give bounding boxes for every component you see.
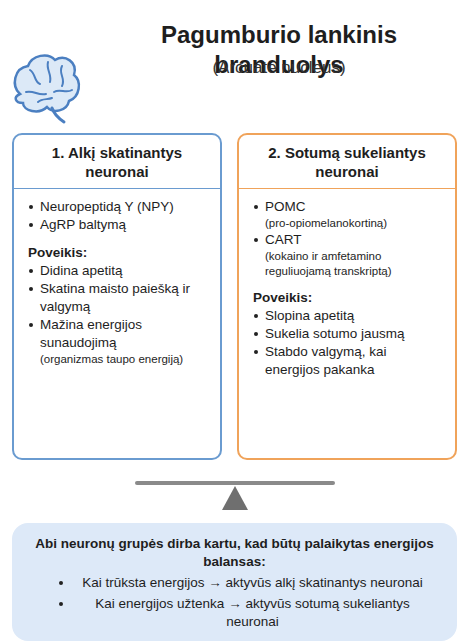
group-heading: 1. Alkį skatinantys neuronai [14, 135, 220, 189]
section-heading: Poveikis: [28, 244, 210, 262]
text-item: Slopina apetitą [253, 307, 445, 325]
bullet-text: CART [265, 231, 302, 249]
bullet-dot [254, 350, 258, 354]
text-item: Neuropeptidą Y (NPY) [28, 198, 210, 216]
bullet-dot [59, 581, 63, 585]
box-body: POMC(pro-opiomelanokortiną)CART(kokaino … [239, 189, 455, 379]
text-item: Stabdo valgymą, kai energijos pakanka [253, 343, 445, 379]
text-item: Kai energijos užtenka → aktyvūs sotumą s… [28, 595, 441, 631]
text-item: CART [253, 231, 445, 249]
text-item: Skatina maisto paiešką ir valgymą [28, 280, 210, 316]
bullet-dot [254, 238, 258, 242]
summary-band: Abi neuronų grupės dirba kartu, kad būtų… [12, 523, 457, 641]
subtitle-label: (Arcuate nucleus) [96, 58, 462, 78]
text-item: AgRP baltymą [28, 216, 210, 234]
detail-note: (kokaino ir amfetamino reguliuojamą tran… [253, 249, 445, 279]
scale-fulcrum [222, 486, 248, 510]
neuron-group-box: 2. Sotumą sukeliantys neuronaiPOMC(pro-o… [237, 133, 457, 460]
bullet-dot [29, 287, 33, 291]
brain-icon [15, 55, 79, 122]
bullet-text: AgRP baltymą [40, 216, 126, 234]
box-body: Neuropeptidą Y (NPY)AgRP baltymąPoveikis… [14, 189, 220, 367]
text-item: Mažina energijos sunaudojimą [28, 316, 210, 352]
bullet-dot [29, 269, 33, 273]
bullet-dot [29, 323, 33, 327]
balance-scale [135, 481, 335, 510]
neuron-group-box: 1. Alkį skatinantys neuronaiNeuropeptidą… [12, 133, 222, 460]
bullet-text: Mažina energijos sunaudojimą [40, 316, 210, 352]
group-heading: 2. Sotumą sukeliantys neuronai [239, 135, 455, 189]
bullet-dot [29, 205, 33, 209]
scale-beam [135, 481, 335, 485]
box-body: Abi neuronų grupės dirba kartu, kad būtų… [14, 525, 455, 639]
bullet-text: Slopina apetitą [265, 307, 354, 325]
bullet-text: Stabdo valgymą, kai energijos pakanka [265, 343, 445, 379]
section-heading: Poveikis: [253, 289, 445, 307]
brain-stem [52, 108, 64, 122]
text-item: POMC [253, 198, 445, 216]
bullet-dot [254, 314, 258, 318]
detail-note: (organizmas taupo energiją) [28, 352, 210, 367]
text-item: Didina apetitą [28, 262, 210, 280]
bullet-text: Kai trūksta energijos → aktyvūs alkį ska… [70, 574, 435, 592]
bullet-dot [59, 602, 63, 606]
bullet-text: Kai energijos užtenka → aktyvūs sotumą s… [70, 595, 435, 631]
bullet-dot [254, 332, 258, 336]
bullet-dot [29, 223, 33, 227]
bullet-text: POMC [265, 198, 306, 216]
bullet-text: Didina apetitą [40, 262, 123, 280]
text-item: Sukelia sotumo jausmą [253, 325, 445, 343]
brain-outline [15, 55, 79, 111]
summary-heading: Abi neuronų grupės dirba kartu, kad būtų… [28, 535, 441, 571]
bullet-dot [254, 205, 258, 209]
brain-folds [26, 62, 72, 102]
bullet-text: Skatina maisto paiešką ir valgymą [40, 280, 210, 316]
bullet-text: Sukelia sotumo jausmą [265, 325, 405, 343]
text-item: Kai trūksta energijos → aktyvūs alkį ska… [28, 574, 441, 592]
bullet-text: Neuropeptidą Y (NPY) [40, 198, 174, 216]
detail-note: (pro-opiomelanokortiną) [253, 216, 445, 231]
